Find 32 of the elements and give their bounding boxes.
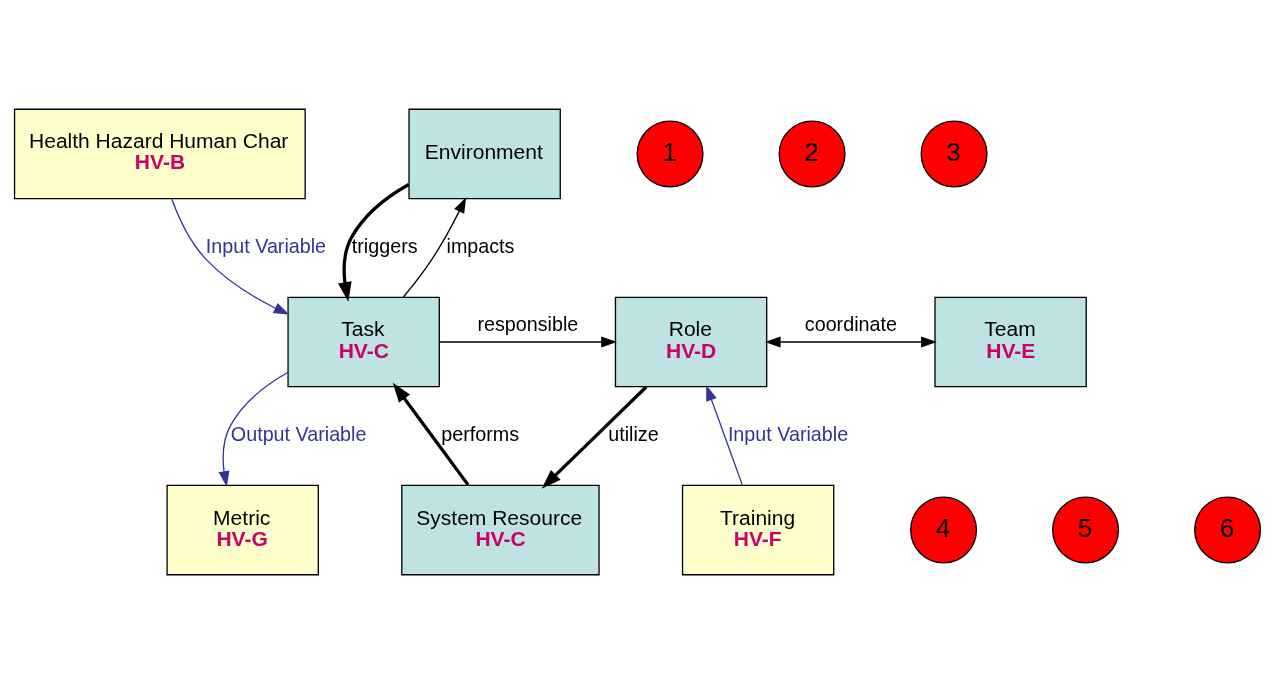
edge-label: utilize	[608, 422, 659, 445]
edge-label: Input Variable	[727, 422, 849, 445]
edge-label: performs	[441, 422, 520, 445]
arrow	[438, 335, 617, 348]
node-circle: 5	[1052, 496, 1120, 564]
arrow	[392, 382, 470, 486]
edge-label: Input Variable	[205, 234, 327, 257]
arrow	[402, 196, 467, 298]
node-box: Environment	[408, 108, 561, 199]
node-box: System Resource HV-C	[401, 484, 600, 575]
node-circle: 3	[920, 119, 988, 187]
edge-label: Output Variable	[230, 422, 367, 445]
node-circle: 2	[778, 119, 846, 187]
node-circle: 4	[910, 496, 978, 564]
edge-label: impacts	[446, 234, 515, 257]
node-circle: 6	[1194, 496, 1262, 564]
arrow	[706, 384, 743, 486]
arrow	[171, 197, 290, 315]
node-box: Role HV-D	[614, 296, 768, 387]
node-box: Team HV-E	[934, 296, 1087, 387]
edge-label: responsible	[477, 312, 579, 335]
node-circle: 1	[636, 119, 704, 187]
node-box: Health Hazard Human Char HV-B	[13, 108, 306, 199]
arrow	[541, 385, 648, 489]
node-box: Metric HV-G	[166, 484, 319, 575]
arrow	[764, 335, 937, 348]
arrow	[218, 371, 289, 487]
node-box: Task HV-C	[287, 296, 440, 387]
node-box: Training HV-F	[681, 484, 835, 575]
edge-label: coordinate	[804, 312, 897, 335]
edge-label: triggers	[351, 234, 418, 257]
arrow	[338, 182, 410, 302]
